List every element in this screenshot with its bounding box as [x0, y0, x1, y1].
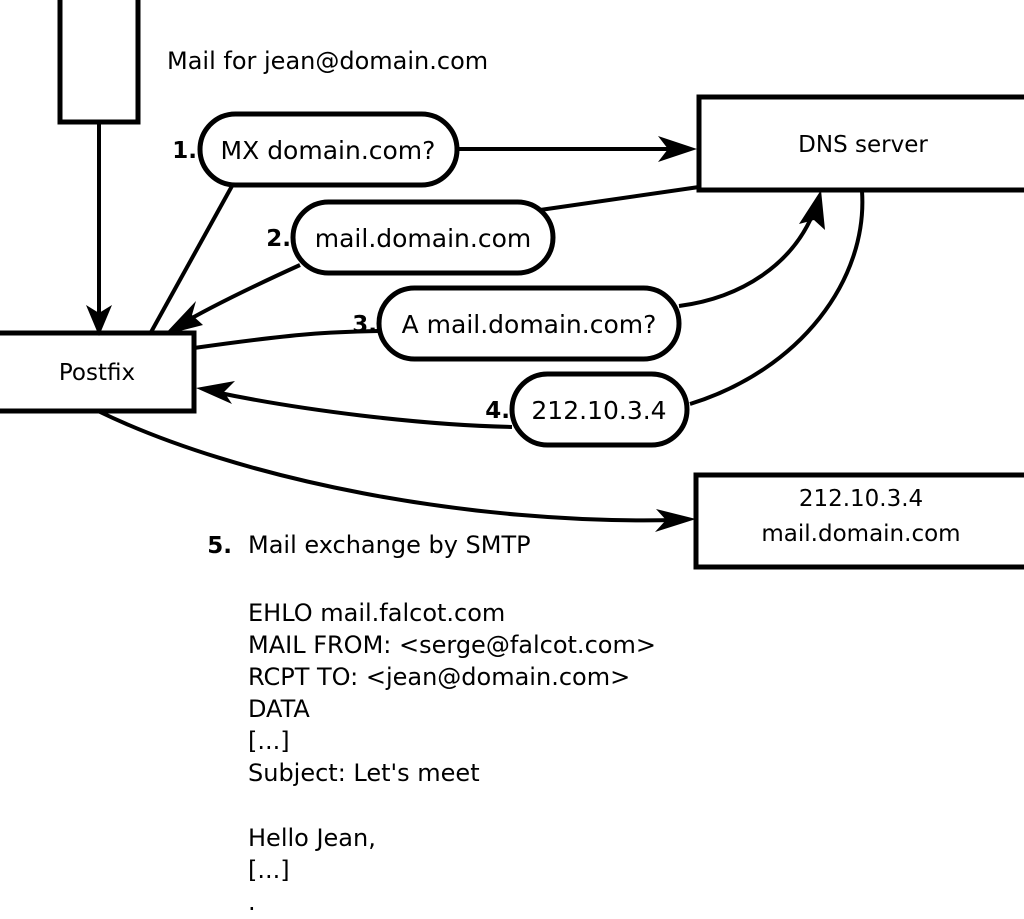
step-3-pill — [376, 285, 682, 362]
mail-for-caption: Mail for jean@domain.com — [167, 47, 488, 75]
step-4-label: 212.10.3.4 — [531, 396, 666, 425]
smtp-line-3: DATA — [248, 695, 310, 723]
arrowhead-step3-to-dns — [799, 190, 825, 230]
step-3-label: A mail.domain.com? — [402, 310, 657, 339]
node-client-box — [57, 0, 141, 125]
node-remote-label-host: mail.domain.com — [761, 521, 960, 547]
step-3-number: 3. — [352, 312, 377, 338]
step-1-label: MX domain.com? — [221, 136, 436, 165]
step-2-number: 2. — [266, 226, 291, 252]
smtp-line-0: EHLO mail.falcot.com — [248, 599, 505, 627]
smtp-line-8: [...] — [248, 856, 290, 884]
node-dns-label: DNS server — [798, 132, 928, 158]
smtp-line-4: [...] — [248, 727, 290, 755]
smtp-line-5: Subject: Let's meet — [248, 759, 480, 787]
step-4-number: 4. — [485, 398, 510, 424]
smtp-line-2: RCPT TO: <jean@domain.com> — [248, 663, 630, 691]
arrowhead-step4-to-postfix — [196, 381, 235, 404]
edge-postfix-to-remote — [97, 409, 677, 523]
step-5-number: 5. — [207, 533, 232, 559]
arrowhead-step1-to-dns — [658, 136, 697, 162]
edge-step4-to-postfix — [214, 390, 513, 429]
node-dns-box — [696, 94, 1024, 193]
edge-step1-to-postfix — [148, 185, 234, 335]
smtp-line-7: Hello Jean, — [248, 824, 376, 852]
smtp-line-1: MAIL FROM: <serge@falcot.com> — [248, 631, 656, 659]
node-remote-box — [693, 472, 1024, 570]
edge-dns-to-step4 — [689, 190, 865, 406]
node-postfix-box — [0, 330, 197, 414]
smtp-line-9: . — [248, 888, 256, 916]
node-postfix-label: Postfix — [59, 360, 135, 386]
arrowhead-postfix-to-remote — [655, 509, 696, 532]
arrowhead-step2-to-postfix — [164, 301, 203, 335]
step-1-pill — [197, 111, 460, 188]
node-remote-label-ip: 212.10.3.4 — [799, 486, 923, 512]
edge-step2-to-postfix — [176, 263, 301, 328]
edge-dns-to-step2 — [539, 185, 700, 212]
step-2-pill — [290, 199, 556, 276]
step-4-pill — [509, 371, 690, 448]
edge-step3-to-dns — [678, 205, 818, 308]
step-5-label: Mail exchange by SMTP — [248, 531, 531, 559]
edge-postfix-to-step3 — [193, 329, 379, 350]
step-2-label: mail.domain.com — [315, 224, 531, 253]
step-1-number: 1. — [172, 138, 197, 164]
arrowhead-client-to-postfix — [86, 305, 112, 336]
